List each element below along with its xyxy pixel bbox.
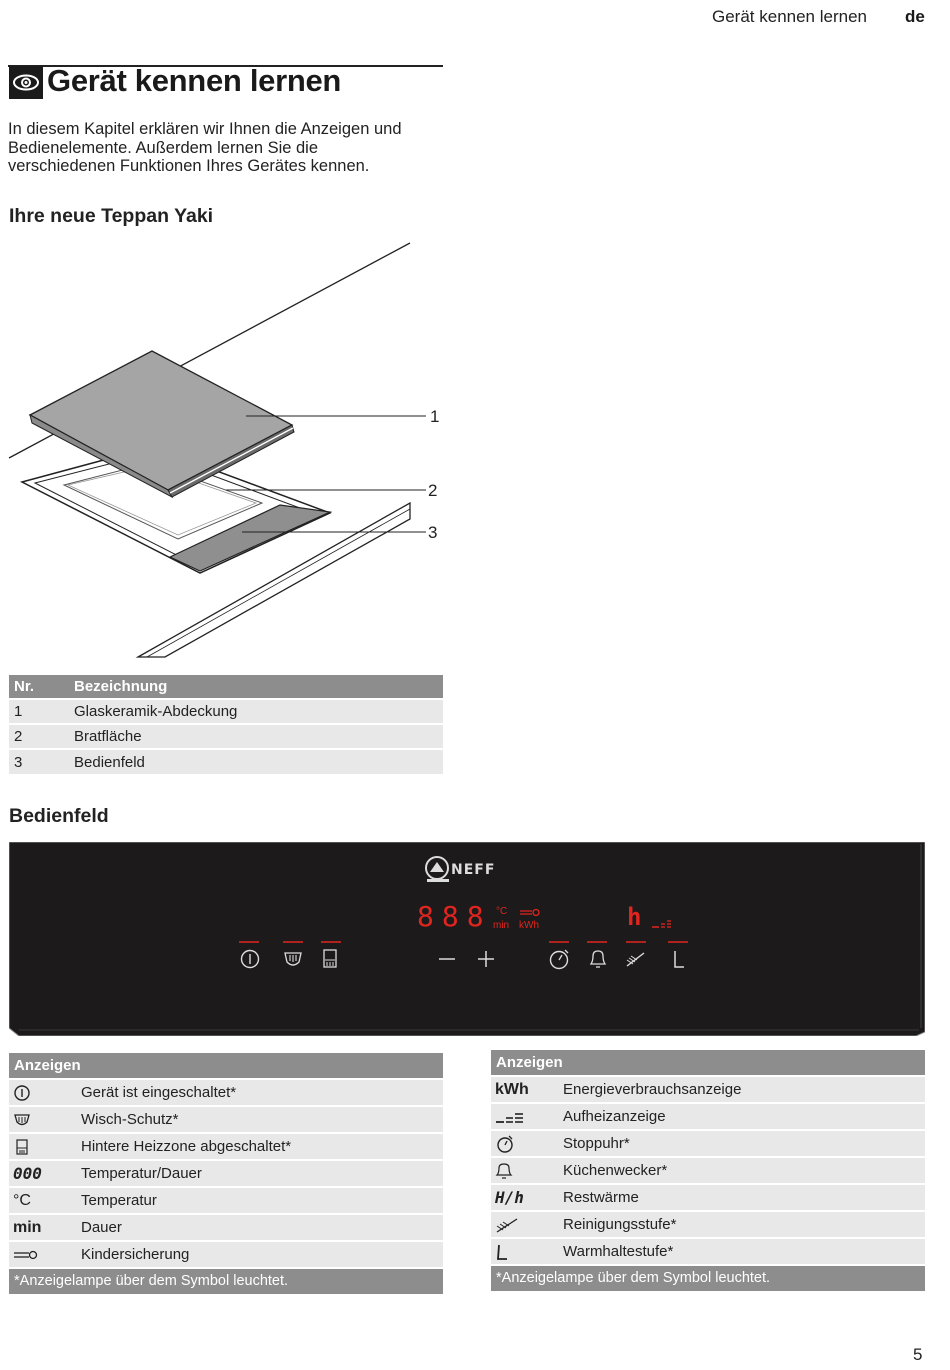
heat-up-indicator-icon	[652, 920, 671, 928]
kwh-indicator: kWh	[519, 920, 539, 931]
legend-row: Aufheizanzeige	[491, 1104, 925, 1129]
legend-symbol: H/h	[495, 1188, 524, 1207]
callout-3: 3	[428, 523, 437, 542]
legend-symbol: °C	[13, 1191, 31, 1209]
section-title-bedienfeld: Bedienfeld	[9, 805, 109, 827]
legend-text: Hintere Heizzone abgeschaltet*	[81, 1138, 292, 1155]
residual-heat-indicator: h	[627, 903, 641, 931]
column-header-bezeichnung: Bezeichnung	[69, 675, 443, 699]
cleaning-icon	[496, 1217, 518, 1233]
stopwatch-button[interactable]	[549, 949, 569, 970]
intro-line: Bedienelemente. Außerdem lernen Sie die	[8, 138, 319, 157]
legend-symbol: min	[13, 1218, 42, 1236]
legend-row: min Dauer	[9, 1215, 443, 1240]
language-tag: de	[905, 7, 925, 26]
legend-row: Stoppuhr*	[491, 1131, 925, 1156]
table-row: 1 Glaskeramik-Abdeckung	[9, 698, 443, 724]
table-cell: Bratfläche	[69, 723, 443, 749]
legend-text: Restwärme	[563, 1189, 639, 1206]
eye-icon	[9, 66, 43, 99]
table-cell: Bedienfeld	[69, 748, 443, 774]
table-cell: 1	[9, 698, 69, 724]
legend-text: Gerät ist eingeschaltet*	[81, 1084, 237, 1101]
intro-paragraph: In diesem Kapitel erklären wir Ihnen die…	[8, 120, 448, 176]
legend-symbol: kWh	[495, 1080, 529, 1098]
legend-text: Stoppuhr*	[563, 1135, 630, 1152]
table-row: 3 Bedienfeld	[9, 748, 443, 774]
neff-logo: NEFF	[425, 856, 495, 882]
legend-text: Wisch-Schutz*	[81, 1111, 179, 1128]
legend-row: Reinigungsstufe*	[491, 1212, 925, 1237]
brand-text: NEFF	[451, 862, 495, 878]
table-header-row: Nr. Bezeichnung	[9, 675, 443, 699]
rear-zone-icon	[16, 1138, 28, 1155]
chapter-title: Gerät kennen lernen	[47, 63, 342, 98]
legend-row: kWh Energieverbrauchsanzeige	[491, 1077, 925, 1102]
legend-text: Temperatur	[81, 1192, 157, 1209]
celsius-indicator: °C	[496, 906, 507, 917]
heading-rule	[8, 65, 443, 67]
heat-up-icon	[496, 1112, 523, 1123]
keep-warm-icon	[497, 1244, 507, 1260]
legend-row: Hintere Heizzone abgeschaltet*	[9, 1134, 443, 1159]
intro-line: verschiedenen Funktionen Ihres Gerätes k…	[8, 157, 370, 175]
table-cell: Glaskeramik-Abdeckung	[69, 698, 443, 724]
min-indicator: min	[493, 920, 509, 931]
legend-text: Aufheizanzeige	[563, 1108, 666, 1125]
child-lock-indicator-icon	[520, 908, 540, 917]
legend-text: Temperatur/Dauer	[81, 1165, 202, 1182]
legend-row: Wisch-Schutz*	[9, 1107, 443, 1132]
legend-row: Küchenwecker*	[491, 1158, 925, 1183]
intro-line: In diesem Kapitel erklären wir Ihnen die…	[8, 120, 402, 138]
legend-footnote: *Anzeigelampe über dem Symbol leuchtet.	[491, 1266, 925, 1291]
bell-icon	[495, 1162, 513, 1179]
legend-text: Reinigungsstufe*	[563, 1216, 677, 1233]
legend-text: Kindersicherung	[81, 1246, 190, 1263]
control-panel: NEFF 888 °C min kWh h	[9, 842, 925, 1036]
legend-row: H/h Restwärme	[491, 1185, 925, 1210]
legend-header: Anzeigen	[491, 1050, 925, 1075]
legend-row: Gerät ist eingeschaltet*	[9, 1080, 443, 1105]
legend-text: Küchenwecker*	[563, 1162, 668, 1179]
digits-icon: 000	[13, 1164, 42, 1183]
digit-display: 888	[417, 900, 492, 933]
table-cell: 2	[9, 723, 69, 749]
legend-header: Anzeigen	[9, 1053, 443, 1078]
cleaning-button[interactable]	[626, 952, 645, 967]
legend-left: Anzeigen Gerät ist eingeschaltet* Wisch-…	[9, 1053, 443, 1294]
legend-footnote: *Anzeigelampe über dem Symbol leuchtet.	[9, 1269, 443, 1294]
legend-right: Anzeigen kWh Energieverbrauchsanzeige Au…	[491, 1050, 925, 1291]
section-title-teppan: Ihre neue Teppan Yaki	[9, 205, 214, 227]
legend-row: °C Temperatur	[9, 1188, 443, 1213]
callout-1: 1	[430, 407, 439, 426]
legend-row: Warmhaltestufe*	[491, 1239, 925, 1264]
legend-row: Kindersicherung	[9, 1242, 443, 1267]
table-cell: 3	[9, 748, 69, 774]
parts-table: Nr. Bezeichnung 1 Glaskeramik-Abdeckung …	[9, 675, 443, 774]
legend-text: Dauer	[81, 1219, 122, 1236]
child-lock-icon	[14, 1250, 38, 1259]
callout-2: 2	[428, 481, 437, 500]
wipe-protect-icon	[14, 1113, 30, 1125]
rear-zone-button[interactable]	[323, 949, 337, 968]
legend-row: 000 Temperatur/Dauer	[9, 1161, 443, 1186]
legend-text: Energieverbrauchsanzeige	[563, 1081, 742, 1098]
plus-button[interactable]	[478, 951, 494, 967]
appliance-illustration: 1 2 3	[8, 242, 439, 658]
power-button[interactable]	[240, 949, 260, 969]
table-row: 2 Bratfläche	[9, 723, 443, 749]
keep-warm-button[interactable]	[674, 951, 684, 968]
column-header-nr: Nr.	[9, 675, 69, 699]
stopwatch-icon	[497, 1135, 513, 1153]
kitchen-timer-button[interactable]	[589, 950, 607, 968]
running-header-title: Gerät kennen lernen	[712, 7, 867, 26]
wipe-protect-button[interactable]	[284, 952, 302, 966]
legend-text: Warmhaltestufe*	[563, 1243, 674, 1260]
power-icon	[14, 1084, 30, 1101]
page-number: 5	[913, 1345, 923, 1364]
